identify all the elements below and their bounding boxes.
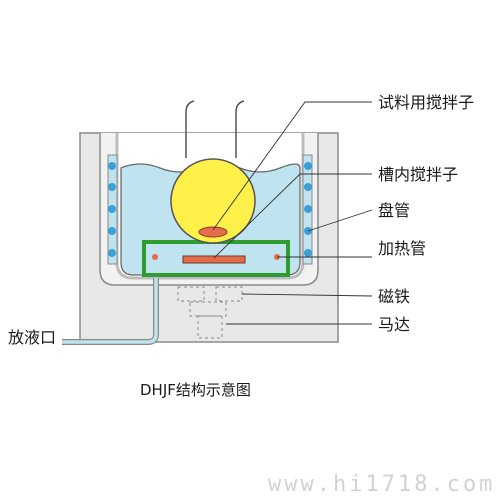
- label-magnet: 磁铁: [378, 287, 411, 306]
- coil-left: [107, 154, 118, 265]
- label-motor: 马达: [378, 315, 411, 334]
- leader-test-stirrer: [212, 101, 372, 231]
- label-test-stirrer: 试料用搅拌子: [378, 93, 475, 112]
- coil-right: [302, 154, 313, 265]
- flask-stir-bar: [198, 226, 228, 238]
- leader-tank-stirrer: [213, 173, 372, 259]
- watermark: www.hi1718.com: [268, 472, 496, 497]
- diagram-caption: DHJF结构示意图: [140, 381, 251, 399]
- label-coil: 盘管: [378, 201, 411, 220]
- flask-rod-right: [235, 100, 245, 158]
- leader-coil: [307, 209, 373, 232]
- label-drain: 放液口: [8, 328, 57, 347]
- tank-stir-bar: [182, 255, 246, 264]
- flask: [170, 158, 256, 244]
- flask-rod-left: [185, 100, 195, 158]
- motor: [189, 301, 227, 339]
- label-tank-stirrer: 槽内搅拌子: [378, 165, 459, 184]
- leader-magnet: [241, 293, 373, 297]
- label-heater: 加热管: [378, 239, 427, 258]
- drain-pipe-inner: [62, 278, 158, 344]
- heater-dot-left: [152, 254, 158, 260]
